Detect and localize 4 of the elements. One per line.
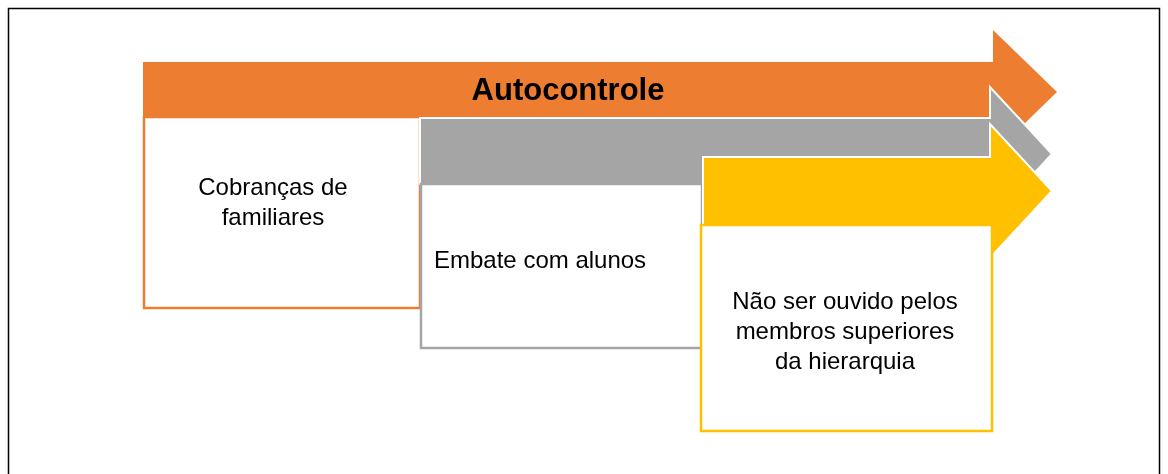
box-text: Cobranças de familiares (197, 172, 349, 232)
box-text: Embate com alunos (434, 245, 648, 275)
box-text: Não ser ouvido pelos membros superiores da hierarquia (731, 286, 959, 376)
band-title: Autocontrole (470, 71, 666, 109)
